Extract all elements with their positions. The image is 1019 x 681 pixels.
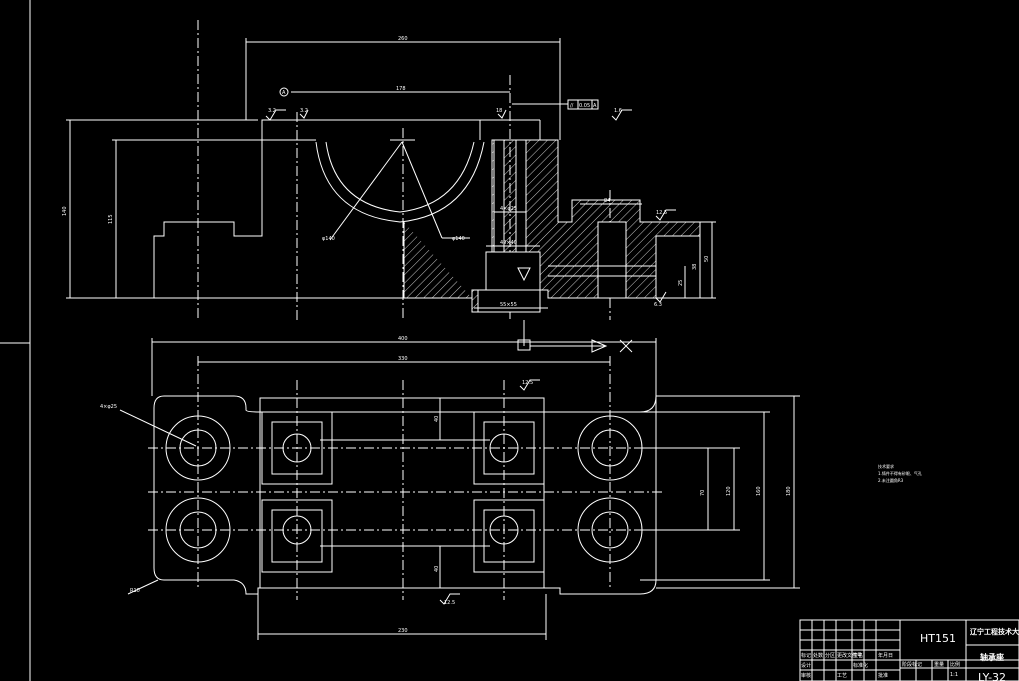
- dim-step-height: 50: [704, 256, 710, 262]
- row-label-0: 标记: [801, 652, 811, 659]
- top-view: [119, 338, 800, 640]
- role-label-0: 设计: [801, 662, 811, 669]
- dim-base-width: 55×55: [500, 302, 517, 308]
- dim-width-total: 180: [786, 486, 792, 496]
- dim-bore-radius: φ140: [322, 236, 335, 242]
- material-label: HT151: [920, 632, 956, 645]
- stage-label-2: 比例: [950, 661, 960, 668]
- rough-bottom: 12.5: [444, 600, 455, 606]
- bottom-label-0: 审核: [801, 672, 811, 679]
- roughness-1: 3.2: [268, 108, 276, 114]
- bottom-label-2: 批准: [878, 672, 888, 679]
- label-32: 3.2: [300, 108, 308, 114]
- front-view: [66, 20, 716, 353]
- dim-slot-width: 40×40: [500, 240, 517, 246]
- stage-label-1: 重量: [934, 661, 944, 668]
- row-label-4: 签名: [853, 652, 863, 659]
- dim-inner-height: 38: [692, 264, 698, 270]
- row-label-3: 更改文件号: [837, 652, 862, 659]
- title-block-text: HT151 辽宁工程技术大学 轴承座 LY-32 1:1 标记 处数 分区 更改…: [801, 627, 1019, 681]
- scale-value: 1:1: [950, 672, 958, 678]
- dim-overall-length: 400: [398, 336, 408, 342]
- row-label-5: 年月日: [878, 652, 893, 659]
- dim-hole-spec: 4×φ25: [100, 404, 117, 410]
- bottom-label-1: 工艺: [837, 673, 847, 679]
- tolerance-value: 0.05: [579, 103, 590, 109]
- role-label-1: 标准化: [853, 662, 868, 669]
- dim-height-1: 40: [434, 416, 440, 422]
- label-63: 6.3: [654, 302, 662, 308]
- dim-width-mid: 120: [726, 486, 732, 496]
- notes-line-1: 技术要求: [878, 463, 894, 469]
- front-view-dims: 260 178 A 140 115 φ140 φ140 4×φ25 84 50 …: [62, 36, 710, 308]
- technical-notes: 技术要求 1.铸件不得有砂眼、气孔 2.未注圆角R3: [878, 463, 922, 483]
- datum-label: A: [282, 90, 286, 96]
- row-label-1: 处数: [813, 652, 823, 659]
- dim-bottom-height: 25: [678, 280, 684, 286]
- title-block: [799, 619, 1019, 681]
- tolerance-datum: A: [593, 103, 597, 109]
- dim-bore-fit: φ140: [452, 236, 465, 242]
- part-name: 轴承座: [980, 652, 1004, 662]
- dim-bolt-span: 330: [398, 356, 408, 362]
- drawing-number: LY-32: [978, 671, 1006, 681]
- top-view-dims: 400 330 230 4×φ25 R10 40 40 70 120 160 1…: [100, 336, 792, 634]
- dim-overall-width: 260: [398, 36, 408, 42]
- notes-line-3: 2.未注圆角R3: [878, 477, 904, 483]
- row-label-2: 分区: [825, 652, 835, 659]
- dim-height-inner: 115: [108, 214, 114, 224]
- tolerance-symbol: //: [570, 103, 574, 109]
- label-18: 18: [496, 108, 502, 114]
- label-125a: 12.5: [656, 210, 667, 216]
- dim-bolt-hole: 4×φ25: [500, 206, 517, 212]
- stage-label-0: 阶段标记: [902, 661, 922, 668]
- dim-step-width: 84: [604, 198, 610, 204]
- school-name: 辽宁工程技术大学: [970, 627, 1019, 636]
- dim-corner-radius: R10: [130, 588, 140, 594]
- notes-line-2: 1.铸件不得有砂眼、气孔: [878, 470, 922, 476]
- dim-bottom-span: 230: [398, 628, 408, 634]
- dim-width-outer: 160: [756, 486, 762, 496]
- drawing-frame: [0, 0, 31, 681]
- rough-top: 12.5: [522, 380, 533, 386]
- dim-height-total: 140: [62, 206, 68, 216]
- dim-height-2: 40: [434, 566, 440, 572]
- dim-width-inner: 70: [700, 490, 706, 496]
- dim-center-offset: 178: [396, 86, 406, 92]
- roughness-2: 1.6: [614, 108, 622, 114]
